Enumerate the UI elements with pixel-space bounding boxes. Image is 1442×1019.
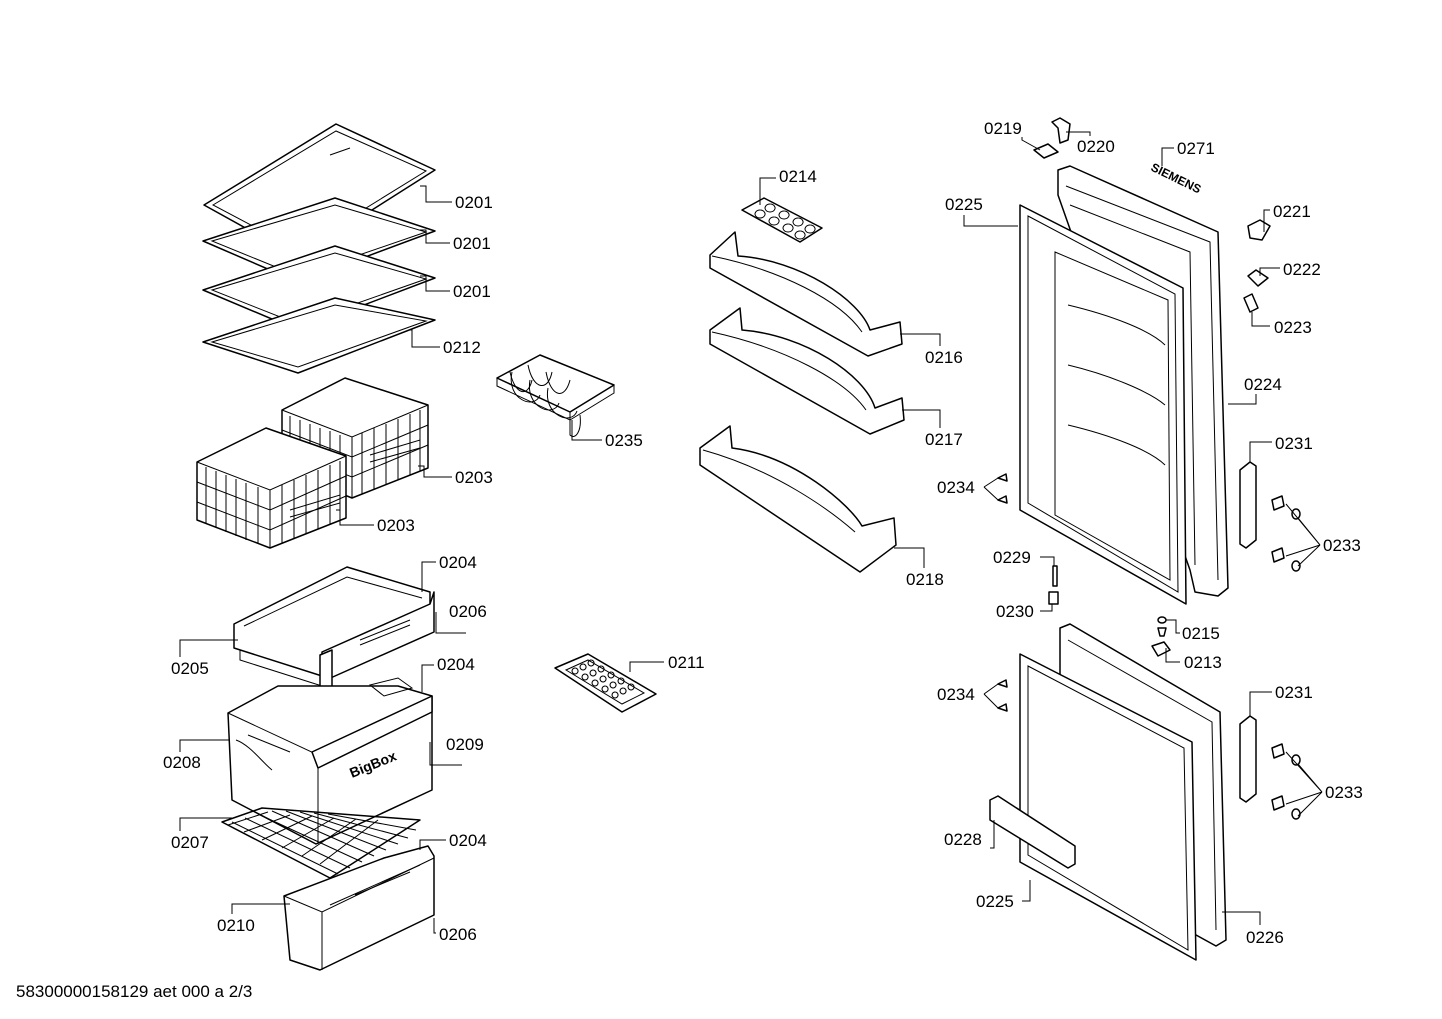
callout-0221: 0221 bbox=[1273, 202, 1311, 221]
callout-0271: 0271 bbox=[1177, 139, 1215, 158]
screws-0234-lower bbox=[997, 679, 1008, 712]
hinge-0219 bbox=[1033, 143, 1059, 159]
callout-0201: 0201 bbox=[453, 282, 491, 301]
callout-0226: 0226 bbox=[1246, 928, 1284, 947]
callout-0233: 0233 bbox=[1325, 783, 1363, 802]
pin-0229 bbox=[1052, 565, 1058, 587]
callout-0204: 0204 bbox=[439, 553, 477, 572]
callout-0230: 0230 bbox=[996, 602, 1034, 621]
wire-basket-0203-left bbox=[196, 427, 347, 549]
glass-shelf-0212 bbox=[202, 297, 436, 374]
screws-0234-upper bbox=[997, 473, 1008, 504]
handle-0231-upper bbox=[1239, 461, 1257, 549]
hinge-block-0213 bbox=[1151, 641, 1171, 657]
ice-tray-0211 bbox=[554, 653, 657, 713]
callout-0217: 0217 bbox=[925, 430, 963, 449]
callout-0231: 0231 bbox=[1275, 683, 1313, 702]
callout-0225: 0225 bbox=[945, 195, 983, 214]
leader-lines bbox=[179, 131, 1323, 934]
callout-0218: 0218 bbox=[906, 570, 944, 589]
callout-0204: 0204 bbox=[449, 831, 487, 850]
handle-0231-lower bbox=[1239, 715, 1257, 803]
door-gasket-0225-lower bbox=[1019, 653, 1197, 961]
callout-0213: 0213 bbox=[1184, 653, 1222, 672]
callout-0233: 0233 bbox=[1323, 536, 1361, 555]
callout-0214: 0214 bbox=[779, 167, 817, 186]
callout-0228: 0228 bbox=[944, 830, 982, 849]
callout-0222: 0222 bbox=[1283, 260, 1321, 279]
door-shelf-0217 bbox=[709, 307, 905, 435]
callout-0216: 0216 bbox=[925, 348, 963, 367]
crisper-drawer-0204-upper bbox=[233, 566, 435, 706]
callout-labels: 0201 0201 0201 0212 0203 0203 0235 0204 … bbox=[163, 119, 1363, 947]
egg-tray-0214 bbox=[741, 197, 823, 243]
callout-0219: 0219 bbox=[984, 119, 1022, 138]
pin-0215 bbox=[1157, 616, 1167, 637]
bracket-0222 bbox=[1247, 269, 1269, 287]
door-gasket-0225-upper bbox=[1019, 204, 1187, 605]
callout-0201: 0201 bbox=[455, 193, 493, 212]
bushing-0230 bbox=[1048, 591, 1059, 605]
siemens-logo: SIEMENS bbox=[1149, 160, 1204, 196]
bigbox-drawer-0204-0209: BigBox bbox=[227, 677, 433, 845]
door-shelf-0218 bbox=[699, 425, 897, 573]
callout-0205: 0205 bbox=[171, 659, 209, 678]
callout-0223: 0223 bbox=[1274, 318, 1312, 337]
bottle-rack-0235 bbox=[496, 354, 615, 437]
callout-0204: 0204 bbox=[437, 655, 475, 674]
callout-0215: 0215 bbox=[1182, 624, 1220, 643]
drawing-number: 58300000158129 aet 000 a 2/3 bbox=[16, 982, 253, 1001]
callout-0208: 0208 bbox=[163, 753, 201, 772]
callout-0229: 0229 bbox=[993, 548, 1031, 567]
callout-0201: 0201 bbox=[453, 234, 491, 253]
wire-grid-0207 bbox=[221, 807, 421, 879]
callout-0207: 0207 bbox=[171, 833, 209, 852]
screws-0233-upper bbox=[1271, 495, 1301, 572]
crisper-drawer-0204-lower bbox=[283, 845, 435, 971]
screws-0233-lower bbox=[1271, 743, 1301, 820]
door-shelf-0216 bbox=[709, 231, 903, 357]
callout-0210: 0210 bbox=[217, 916, 255, 935]
callout-0206: 0206 bbox=[449, 602, 487, 621]
hinge-cap-0220 bbox=[1051, 117, 1071, 144]
callout-0203: 0203 bbox=[455, 468, 493, 487]
callout-0206: 0206 bbox=[439, 925, 477, 944]
callout-0203: 0203 bbox=[377, 516, 415, 535]
callout-0211: 0211 bbox=[668, 653, 705, 672]
callout-0220: 0220 bbox=[1077, 137, 1115, 156]
callout-0212: 0212 bbox=[443, 338, 481, 357]
plate-0223 bbox=[1243, 293, 1259, 313]
callout-0231: 0231 bbox=[1275, 434, 1313, 453]
callout-0234: 0234 bbox=[937, 478, 975, 497]
callout-0224: 0224 bbox=[1244, 375, 1282, 394]
callout-0234: 0234 bbox=[937, 685, 975, 704]
door-bar-0228 bbox=[989, 795, 1076, 869]
hinge-0221 bbox=[1247, 219, 1271, 241]
callout-0209: 0209 bbox=[446, 735, 484, 754]
callout-0235: 0235 bbox=[605, 431, 643, 450]
callout-0225: 0225 bbox=[976, 892, 1014, 911]
